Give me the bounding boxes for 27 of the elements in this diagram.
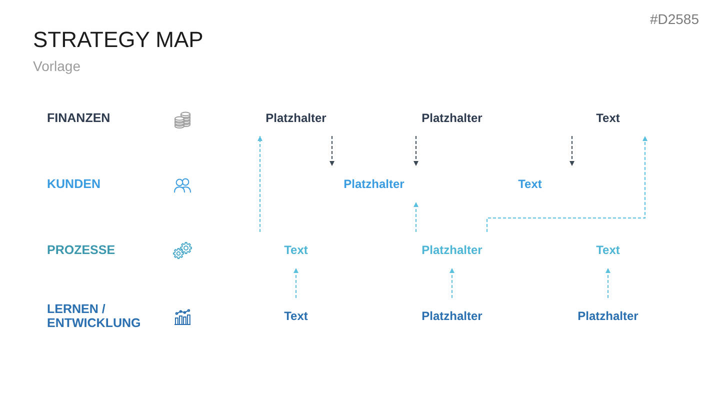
- objective-label: Text: [596, 243, 620, 257]
- dashed-arrow: [294, 268, 298, 298]
- objective-label: Text: [518, 177, 542, 191]
- dashed-arrow: [414, 136, 418, 166]
- dashed-arrow: [414, 202, 418, 232]
- row-label: LERNEN / ENTWICKLUNG: [47, 302, 142, 330]
- objective-label: Text: [284, 309, 308, 323]
- dashed-arrow: [570, 136, 574, 166]
- row-label: KUNDEN: [47, 177, 100, 191]
- title: STRATEGY MAP: [33, 27, 204, 53]
- subtitle: Vorlage: [33, 58, 80, 74]
- dashed-arrow: [450, 268, 454, 298]
- template-id: #D2585: [650, 11, 699, 27]
- dashed-arrow: [606, 268, 610, 298]
- dashed-arrow: [258, 136, 262, 232]
- objective-label: Platzhalter: [578, 309, 638, 323]
- objective-label: Platzhalter: [422, 111, 482, 125]
- dashed-arrow: [486, 136, 648, 232]
- dashed-arrow: [330, 136, 334, 166]
- row-label: PROZESSE: [47, 243, 116, 257]
- objective-label: Text: [596, 111, 620, 125]
- objective-label: Platzhalter: [266, 111, 326, 125]
- objective-label: Platzhalter: [344, 177, 404, 191]
- objective-label: Text: [284, 243, 308, 257]
- objective-label: Platzhalter: [422, 309, 482, 323]
- row-label: FINANZEN: [47, 111, 110, 125]
- objective-label: Platzhalter: [422, 243, 482, 257]
